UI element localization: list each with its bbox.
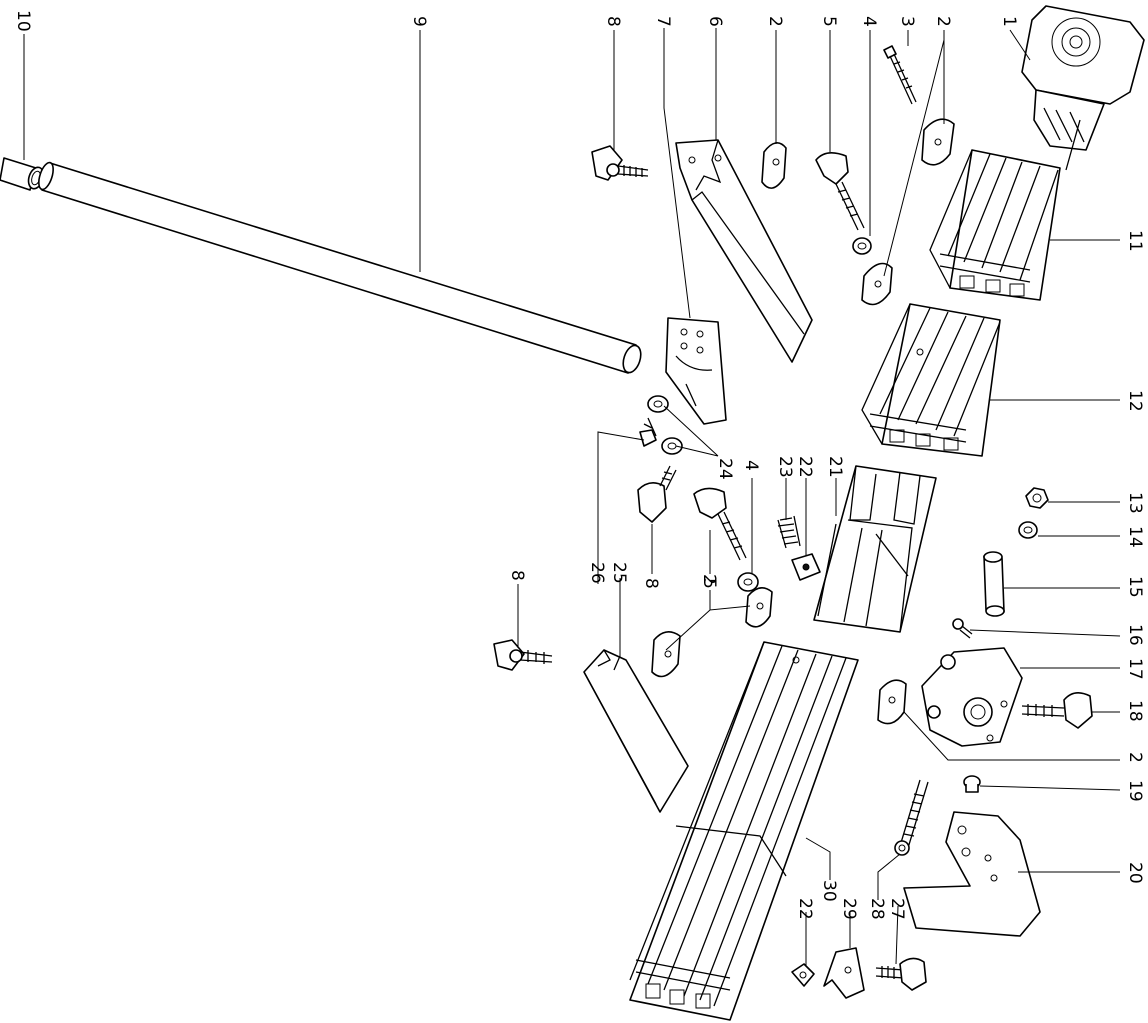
callout-10: 10 xyxy=(13,10,33,32)
callout-16: 16 xyxy=(1125,624,1145,646)
callout-21: 21 xyxy=(825,456,845,478)
part-1-end-cap xyxy=(1021,5,1145,171)
callout-5a: 5 xyxy=(819,16,839,27)
part-2-plate-lower xyxy=(877,679,907,725)
callout-8b: 8 xyxy=(641,578,661,589)
part-23-spring xyxy=(777,515,801,549)
callout-9: 9 xyxy=(409,16,429,27)
callout-4b: 4 xyxy=(741,460,761,471)
callout-22a: 22 xyxy=(795,456,815,478)
part-6-bracket xyxy=(675,139,813,363)
callout-7: 7 xyxy=(653,16,673,27)
callout-19: 19 xyxy=(1125,780,1145,802)
part-2-plate-right-a xyxy=(921,118,955,166)
leader-lines xyxy=(23,28,1121,966)
callout-18: 18 xyxy=(1125,700,1145,722)
callout-4a: 4 xyxy=(859,16,879,27)
callout-14: 14 xyxy=(1125,526,1145,548)
callout-2e: 2 xyxy=(699,574,719,585)
callout-24: 24 xyxy=(715,458,735,480)
part-2-plate-mid-b xyxy=(651,631,681,678)
callout-28: 28 xyxy=(867,898,887,920)
callout-2c: 2 xyxy=(1125,752,1145,763)
part-22-nut-mid xyxy=(791,553,821,581)
part-13-nut xyxy=(1025,487,1049,509)
part-25-bracket-plate xyxy=(583,649,689,813)
callout-8c: 8 xyxy=(507,570,527,581)
callout-30: 30 xyxy=(819,880,839,902)
callout-22b: 22 xyxy=(795,898,815,920)
callout-8a: 8 xyxy=(603,16,623,27)
part-7-clamp-plate xyxy=(665,317,727,425)
part-16-small-screw xyxy=(952,618,973,639)
part-22-nut-bottom xyxy=(791,963,815,987)
callout-27: 27 xyxy=(887,898,907,920)
part-2-plate-right-b xyxy=(861,262,893,306)
callout-13: 13 xyxy=(1125,492,1145,514)
callout-11: 11 xyxy=(1125,230,1145,252)
callout-labels: 10 9 8 7 6 2 5 4 3 2 1 11 12 13 14 15 16… xyxy=(13,10,1145,920)
part-24-washers xyxy=(647,395,683,455)
callout-26: 26 xyxy=(587,562,607,584)
callout-17: 17 xyxy=(1125,658,1145,680)
callout-6: 6 xyxy=(705,16,725,27)
part-27-thumb-screw xyxy=(875,957,927,991)
callout-2b: 2 xyxy=(933,16,953,27)
part-30-long-extrusion xyxy=(629,641,859,1021)
part-2-plate-top xyxy=(761,142,787,189)
part-15-pin xyxy=(983,551,1005,617)
callout-25: 25 xyxy=(609,562,629,584)
part-9-tube xyxy=(38,161,642,374)
part-26-small-screw xyxy=(639,417,657,447)
part-8-thumb-screw-top xyxy=(591,145,649,181)
callout-15: 15 xyxy=(1125,576,1145,598)
part-8-thumb-screw-left xyxy=(493,639,553,671)
part-21-connector xyxy=(813,465,937,633)
part-17-housing xyxy=(921,647,1023,747)
part-18-thumb-screw xyxy=(1021,692,1093,729)
callout-2a: 2 xyxy=(765,16,785,27)
part-5-wing-screw-top xyxy=(815,152,865,231)
callout-12: 12 xyxy=(1125,390,1145,412)
part-28-long-screw xyxy=(894,779,929,856)
callout-23: 23 xyxy=(775,456,795,478)
part-4-washer-mid xyxy=(737,572,759,592)
part-2-plate-mid-a xyxy=(745,587,773,628)
part-5-wing-screw-mid xyxy=(693,487,747,561)
callout-20: 20 xyxy=(1125,862,1145,884)
part-29-clip xyxy=(823,947,865,999)
part-12-extrusion xyxy=(861,303,1001,457)
callout-3: 3 xyxy=(897,16,917,27)
part-14-washer xyxy=(1018,521,1038,539)
part-20-mounting-plate xyxy=(903,811,1041,937)
part-19-rivet xyxy=(963,775,981,793)
part-3-screw xyxy=(883,45,917,105)
part-4-washer-top xyxy=(852,237,872,255)
callout-29: 29 xyxy=(839,898,859,920)
part-8-thumb-screw-mid xyxy=(637,465,677,523)
callout-5b: 5 xyxy=(699,578,719,589)
part-11-extrusion xyxy=(929,149,1061,301)
callout-1: 1 xyxy=(999,16,1019,27)
